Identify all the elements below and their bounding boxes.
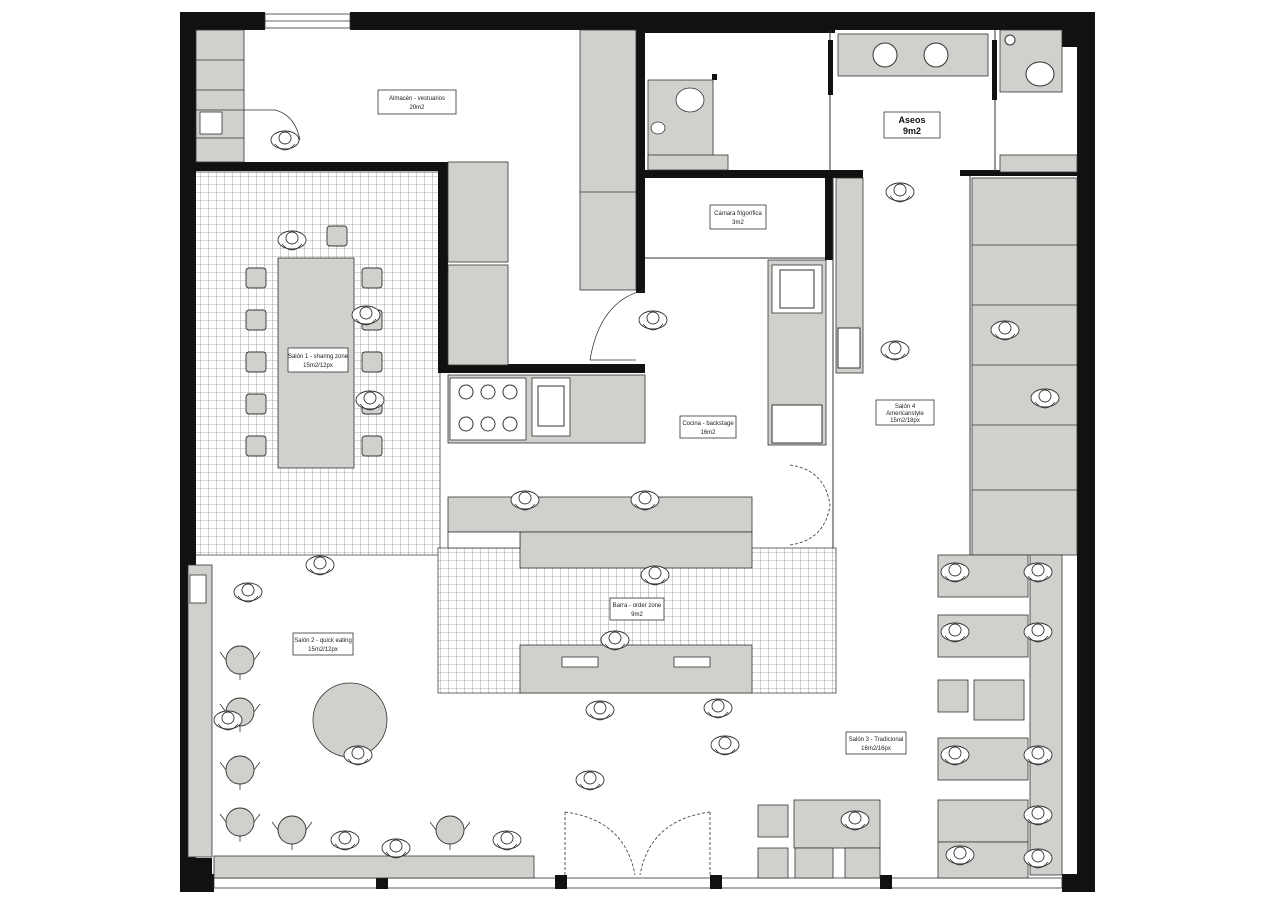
person-salon2-f xyxy=(492,830,522,851)
person-salon2-e xyxy=(381,838,411,859)
stool-5 xyxy=(271,815,313,851)
kitchen-sink-icon xyxy=(771,264,861,444)
person-cocina xyxy=(638,310,668,331)
locker-door xyxy=(199,109,301,141)
label-aseos: Aseos 9m2 xyxy=(883,111,941,139)
washbasin-counter-icon xyxy=(837,33,989,77)
svg-text:20m2: 20m2 xyxy=(409,105,425,111)
svg-text:Salón 3 - Tradicional: Salón 3 - Tradicional xyxy=(849,737,904,743)
svg-text:15m2/12px: 15m2/12px xyxy=(303,363,333,369)
svg-text:Cámara frigorífica: Cámara frigorífica xyxy=(714,211,762,217)
person-salon4-staff xyxy=(880,340,910,361)
person-salon2-a xyxy=(233,582,263,603)
stool-6 xyxy=(429,815,471,851)
stool-3 xyxy=(219,755,261,791)
label-salon3: Salón 3 - Tradicional 16m2/16px xyxy=(845,731,907,755)
person-salon2-c xyxy=(343,745,373,766)
person-entrance-b xyxy=(575,770,605,791)
camara-door xyxy=(589,289,646,361)
person-aseos xyxy=(885,182,915,203)
person-entrance-a xyxy=(585,700,615,721)
label-barra: Barra - order zone 9m2 xyxy=(609,597,665,621)
person-salon2-walking xyxy=(305,555,335,576)
svg-text:16m2/16px: 16m2/16px xyxy=(861,746,891,752)
toilet-icon-2 xyxy=(647,29,1078,173)
svg-text:Salón 1 - sharing zone: Salón 1 - sharing zone xyxy=(288,354,349,360)
round-table xyxy=(312,682,388,758)
stool-1 xyxy=(219,645,261,681)
person-salon2-b xyxy=(213,710,243,731)
bar-counter xyxy=(447,496,753,694)
person-staff-almacen xyxy=(270,130,300,151)
person-center-b xyxy=(710,735,740,756)
svg-text:15m2/18px: 15m2/18px xyxy=(890,418,920,424)
svg-text:3m2: 3m2 xyxy=(732,220,744,226)
svg-text:Aseos: Aseos xyxy=(898,115,925,125)
window-top xyxy=(264,13,351,29)
person-salon2-d xyxy=(330,830,360,851)
label-salon1: Salón 1 - sharing zone 15m2/12px xyxy=(287,347,349,373)
entrance-doors xyxy=(564,811,711,876)
svg-text:Salón 4: Salón 4 xyxy=(895,404,916,410)
facade-bottom xyxy=(213,875,1063,889)
label-cocina: Cocina - backstage 16m2 xyxy=(679,415,737,439)
svg-text:Salón 2 - quick eating: Salón 2 - quick eating xyxy=(294,638,352,644)
oven-icon xyxy=(531,377,571,437)
svg-text:16m2: 16m2 xyxy=(700,430,716,436)
svg-text:Barra - order zone: Barra - order zone xyxy=(613,603,662,609)
stool-4 xyxy=(219,807,261,843)
svg-text:9m2: 9m2 xyxy=(631,612,643,618)
svg-text:Cocina - backstage: Cocina - backstage xyxy=(682,421,734,427)
svg-text:9m2: 9m2 xyxy=(903,126,921,136)
label-camara: Cámara frigorífica 3m2 xyxy=(709,204,767,230)
label-salon4: Salón 4 Americanstyle 15m2/18px xyxy=(875,399,935,426)
kitchen-swing-door xyxy=(789,464,831,546)
svg-text:Americanstyle: Americanstyle xyxy=(886,411,924,417)
stove-icon xyxy=(449,377,527,441)
person-center-a xyxy=(703,698,733,719)
wall-stubs xyxy=(712,40,997,100)
label-salon2: Salón 2 - quick eating 15m2/12px xyxy=(292,632,354,656)
label-almacen: Almacén - vestuarios 20m2 xyxy=(377,89,457,115)
interior-walls xyxy=(180,28,1078,890)
almacen-shelving xyxy=(195,29,637,291)
svg-text:15m2/12px: 15m2/12px xyxy=(308,647,338,653)
salon2-bench xyxy=(187,564,535,879)
svg-text:Almacén - vestuarios: Almacén - vestuarios xyxy=(389,96,445,102)
